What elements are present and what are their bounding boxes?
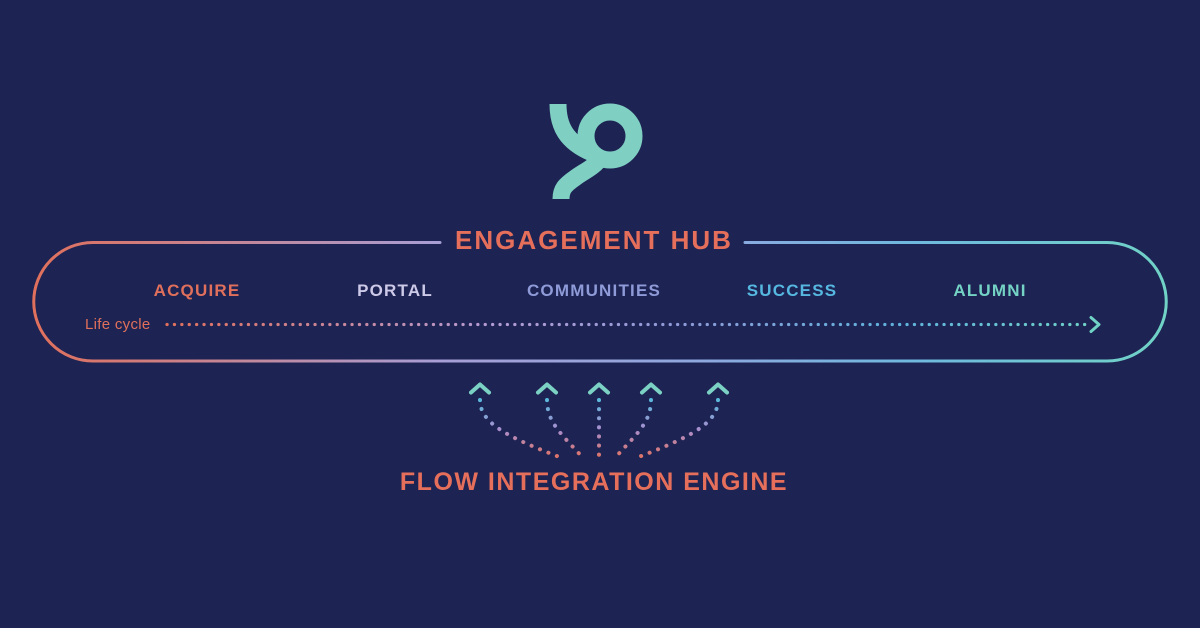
stage-label-acquire: ACQUIRE — [153, 281, 241, 300]
logo-loop — [577, 103, 643, 169]
flow-up-arrowhead-icon-5 — [707, 382, 729, 395]
flow-up-arrowhead-icon-2 — [536, 382, 558, 395]
stage-label-success: SUCCESS — [746, 281, 838, 300]
flow-arrow-curve-4 — [613, 398, 653, 460]
flow-up-arrowhead-icon-4 — [640, 382, 662, 395]
engagement-hub-title: ENGAGEMENT HUB — [455, 225, 733, 255]
flow-arrow-curve-1 — [478, 398, 564, 460]
stage-label-alumni: ALUMNI — [953, 281, 1027, 300]
flow-integration-engine-title: FLOW INTEGRATION ENGINE — [399, 468, 789, 496]
logo-tail-stroke — [552, 152, 609, 200]
flow-up-arrowhead-icon-1 — [469, 382, 491, 395]
lifecycle-label: Life cycle — [85, 316, 151, 333]
lifecycle-right-arrowhead-icon — [1089, 316, 1101, 333]
logo-entry-stroke — [549, 103, 596, 161]
flow-arrow-curve-5 — [634, 398, 720, 460]
stage-label-communities: COMMUNITIES — [526, 281, 662, 300]
brand-loop-logo-icon — [549, 103, 643, 200]
flow-arrow-curve-2 — [545, 398, 585, 460]
hub-pill-border — [32, 241, 1168, 363]
flow-up-arrowhead-icon-3 — [588, 382, 610, 395]
stage-label-portal: PORTAL — [357, 281, 433, 300]
